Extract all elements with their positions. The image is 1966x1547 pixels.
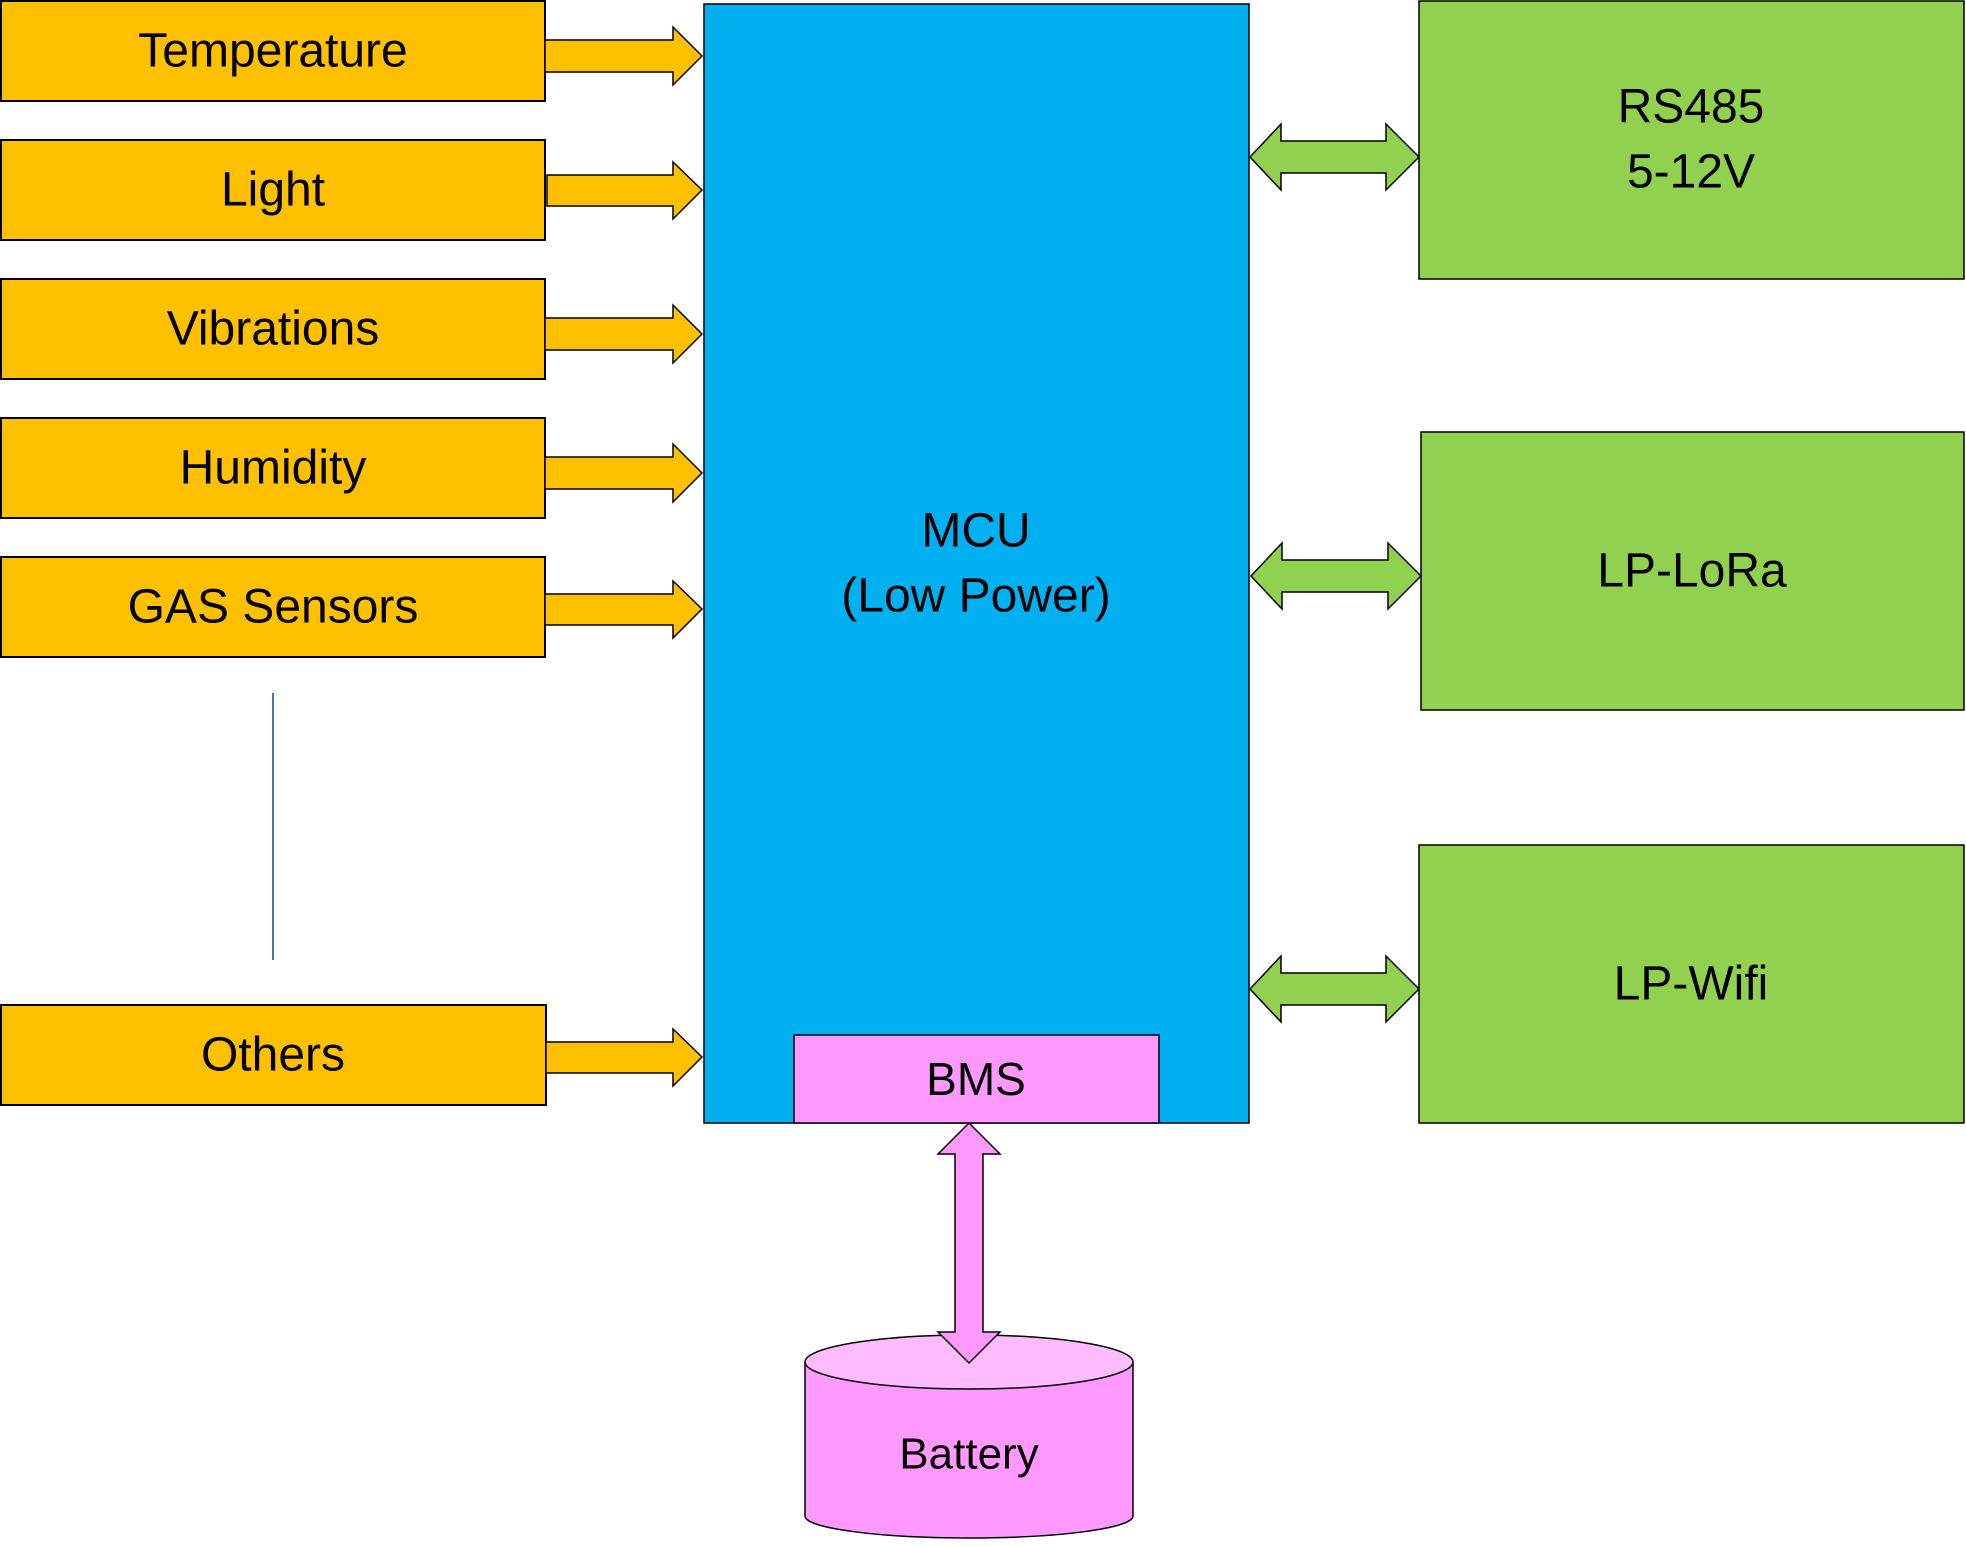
sensor-temperature: Temperature xyxy=(0,0,546,102)
comm-lp-lora-label: LP-LoRa xyxy=(1597,545,1787,598)
comm-rs485: RS485 5-12V xyxy=(1418,0,1965,280)
arrow-gas-sensors-to-mcu xyxy=(544,579,704,640)
sensor-light: Light xyxy=(0,139,546,241)
sensor-light-box xyxy=(0,139,546,241)
sensor-gas-sensors-box xyxy=(0,556,546,658)
comm-lp-lora: LP-LoRa xyxy=(1420,431,1965,711)
arrow-others-to-mcu xyxy=(545,1027,704,1088)
arrow-temperature-to-mcu xyxy=(544,25,704,87)
sensor-temperature-label: Temperature xyxy=(138,25,407,78)
battery: Battery xyxy=(804,1334,1134,1539)
arrow-mcu-rs485-bidirectional xyxy=(1248,122,1421,192)
battery-body xyxy=(804,1362,1134,1539)
sensor-humidity-box xyxy=(0,417,546,519)
sensor-vibrations-label: Vibrations xyxy=(167,303,380,356)
arrow-vibrations-to-mcu xyxy=(544,303,704,365)
bms-label: BMS xyxy=(926,1053,1026,1105)
comm-rs485-title: RS485 xyxy=(1618,81,1765,134)
comm-lp-wifi: LP-Wifi xyxy=(1418,844,1965,1124)
sensor-others-box xyxy=(0,1004,547,1106)
comm-lp-lora-box xyxy=(1420,431,1965,711)
arrow-bms-battery-bidirectional xyxy=(936,1121,1002,1365)
arrow-light-to-mcu xyxy=(546,160,704,221)
bms-box xyxy=(793,1034,1160,1124)
sensor-gas-sensors: GAS Sensors xyxy=(0,556,546,658)
comm-rs485-box xyxy=(1418,0,1965,280)
battery-label: Battery xyxy=(899,1430,1038,1479)
arrow-mcu-lp-lora-bidirectional xyxy=(1249,541,1423,611)
mcu-box xyxy=(703,3,1250,1124)
comm-rs485-voltage: 5-12V xyxy=(1627,146,1755,199)
mcu-block: MCU (Low Power) xyxy=(703,3,1250,1124)
sensor-humidity-label: Humidity xyxy=(180,442,367,495)
sensor-vibrations: Vibrations xyxy=(0,278,546,380)
sensor-vibrations-box xyxy=(0,278,546,380)
bms-block: BMS xyxy=(793,1034,1160,1124)
arrow-humidity-to-mcu xyxy=(544,442,704,504)
comm-lp-wifi-label: LP-Wifi xyxy=(1614,958,1769,1011)
mcu-subtitle: (Low Power) xyxy=(841,570,1110,623)
sensor-temperature-box xyxy=(0,0,546,102)
sensor-others: Others xyxy=(0,1004,547,1106)
sensor-others-label: Others xyxy=(201,1029,345,1082)
comm-lp-wifi-box xyxy=(1418,844,1965,1124)
sensor-gas-sensors-label: GAS Sensors xyxy=(128,581,419,634)
sensor-light-label: Light xyxy=(221,164,325,217)
mcu-title: MCU xyxy=(921,505,1030,558)
sensor-humidity: Humidity xyxy=(0,417,546,519)
arrow-mcu-lp-wifi-bidirectional xyxy=(1248,954,1421,1024)
